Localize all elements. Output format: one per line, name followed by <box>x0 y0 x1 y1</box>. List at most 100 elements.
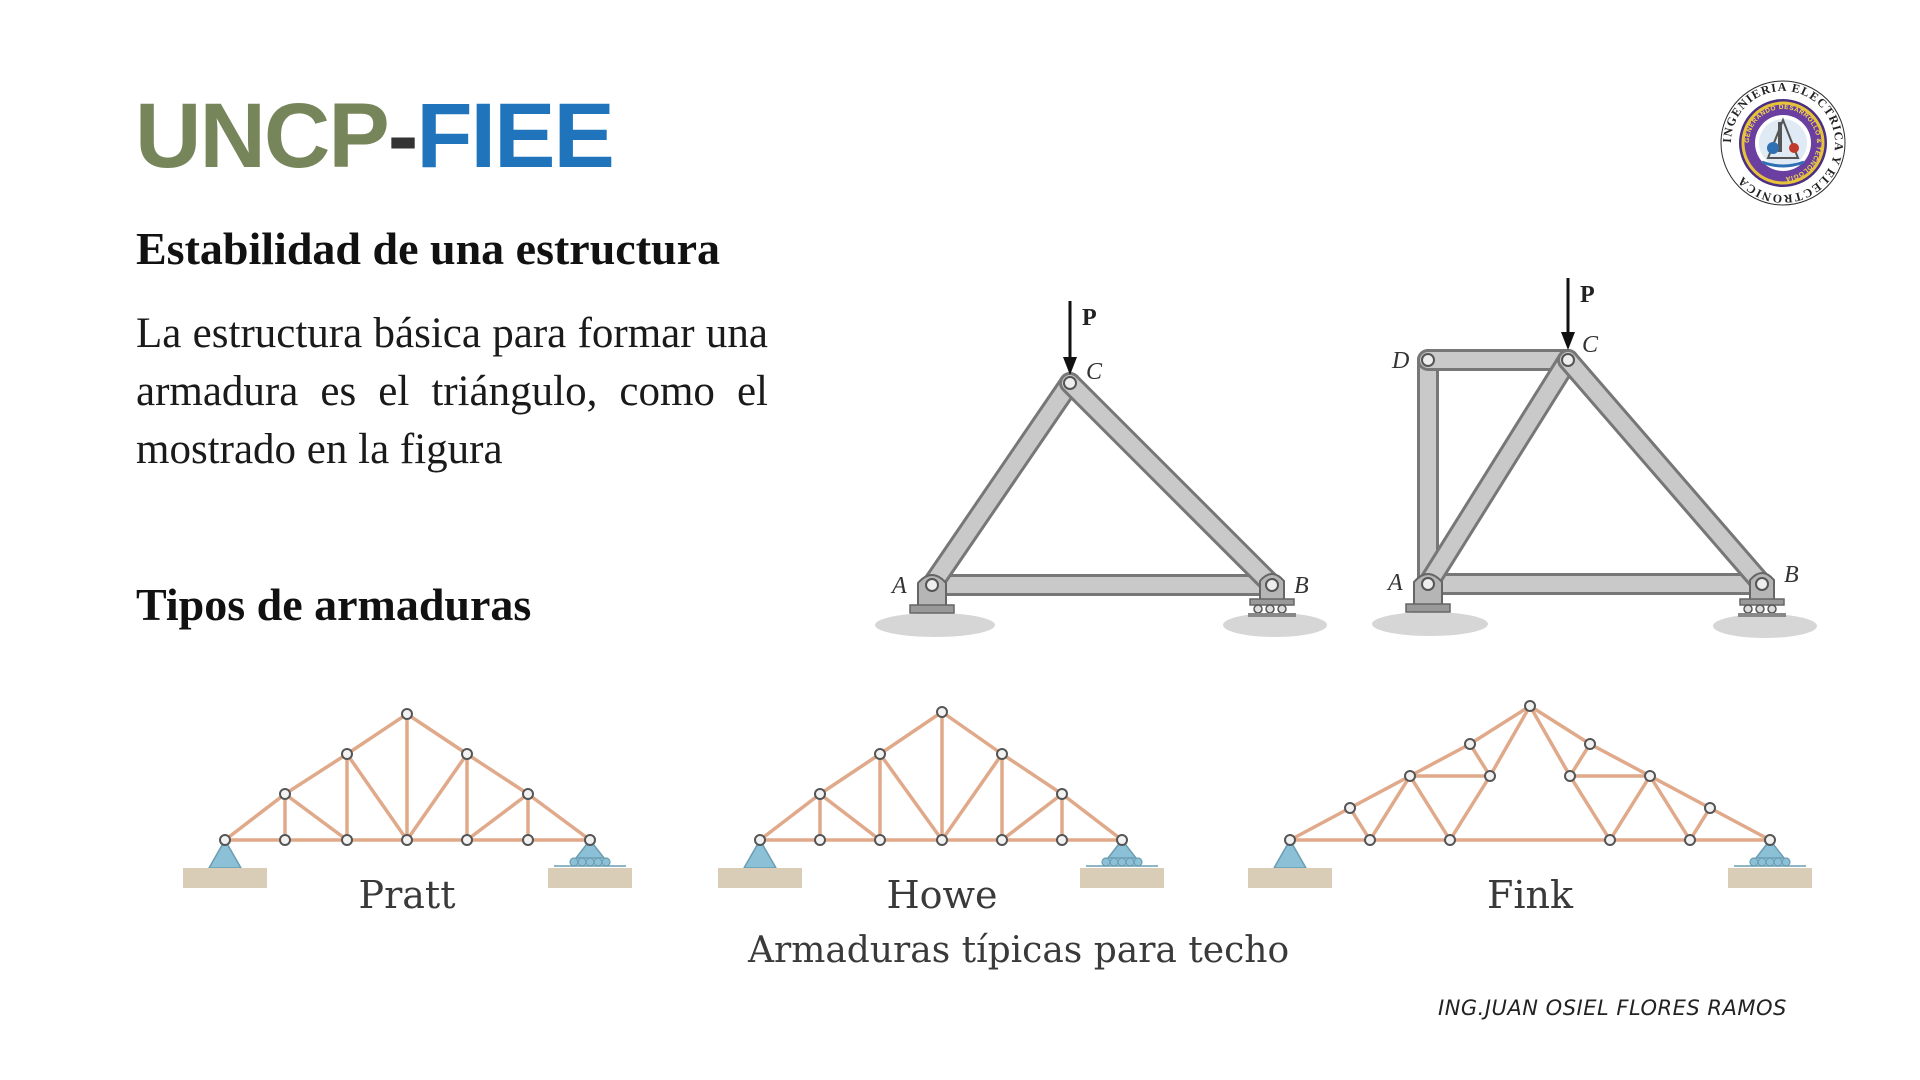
ground-left <box>875 613 995 637</box>
fink-joint <box>1684 834 1696 846</box>
pratt-member <box>283 792 349 842</box>
howe-member <box>818 752 882 796</box>
howe-joint <box>874 834 886 846</box>
pratt-member <box>405 752 469 842</box>
howe-member <box>1060 792 1124 842</box>
pratt-joint <box>522 788 534 800</box>
howe-joint <box>936 834 948 846</box>
node-label-c: C <box>1086 359 1103 385</box>
pratt-roller <box>585 857 595 867</box>
fink-member <box>1448 774 1492 842</box>
fink-joint <box>1604 834 1616 846</box>
slide-title: Estabilidad de una estructura <box>136 223 721 274</box>
howe-joint <box>874 748 886 760</box>
pratt-joint <box>522 834 534 846</box>
pratt-member <box>405 712 469 756</box>
pratt-joint <box>584 834 596 846</box>
howe-roller <box>1101 857 1111 867</box>
howe-ground-left <box>718 868 802 888</box>
pratt-ground-right <box>548 868 632 888</box>
howe-member <box>940 752 1004 842</box>
pratt-member <box>283 752 349 796</box>
fink-joint <box>1644 770 1656 782</box>
fink-member <box>1528 704 1592 746</box>
pratt-joint <box>279 834 291 846</box>
fink-ground-left <box>1248 868 1332 888</box>
node-label-c: C <box>1582 332 1599 358</box>
howe-member <box>758 792 822 842</box>
fink-member <box>1488 704 1532 778</box>
node-label-b: B <box>1294 573 1309 599</box>
howe-joint <box>996 748 1008 760</box>
fink-joint <box>1444 834 1456 846</box>
pratt-joint <box>461 748 473 760</box>
fink-joint <box>1284 834 1296 846</box>
fink-member <box>1468 742 1492 778</box>
howe-member <box>818 792 882 842</box>
fink-ground-right <box>1728 868 1812 888</box>
roller-support-b <box>1248 573 1296 617</box>
load-label: P <box>1580 282 1595 308</box>
fink-joint <box>1564 770 1576 782</box>
fink-joint <box>1524 700 1536 712</box>
howe-joint <box>936 706 948 718</box>
pratt-joint <box>401 708 413 720</box>
howe-joint <box>996 834 1008 846</box>
triangle-truss-figure: P C A B <box>875 301 1327 637</box>
node-label-b: B <box>1784 562 1799 588</box>
howe-joint <box>814 788 826 800</box>
fink-joint <box>1344 802 1356 814</box>
pratt-joint <box>219 834 231 846</box>
pratt-member <box>345 712 409 756</box>
fink-joint <box>1464 738 1476 750</box>
pratt-roller <box>593 857 603 867</box>
fink-member <box>1288 806 1352 842</box>
load-arrow <box>1561 278 1575 350</box>
section-subtitle: Tipos de armaduras <box>136 579 532 630</box>
fink-member <box>1568 742 1592 778</box>
howe-joint <box>754 834 766 846</box>
load-label: P <box>1082 305 1097 331</box>
pratt-member <box>465 752 530 796</box>
slide-paragraph: La estructura básica para formar una arm… <box>136 310 768 473</box>
howe-member <box>878 710 944 756</box>
ground-right <box>1223 613 1327 637</box>
fink-joint <box>1584 738 1596 750</box>
howe-ground-right <box>1080 868 1164 888</box>
pratt-joint <box>341 834 353 846</box>
pratt-member <box>465 792 530 842</box>
quad-truss-figure: P C D A B <box>1372 278 1817 638</box>
brand-separator: - <box>387 85 419 187</box>
fink-roller <box>1781 857 1791 867</box>
fink-member <box>1648 774 1692 842</box>
pratt-member <box>345 752 409 842</box>
howe-member <box>1000 792 1064 842</box>
fink-member <box>1348 806 1372 842</box>
pratt-roller <box>569 857 579 867</box>
pratt-joint <box>341 748 353 760</box>
load-arrow <box>1063 301 1077 375</box>
pratt-ground-left <box>183 868 267 888</box>
fink-member <box>1348 774 1412 810</box>
pratt-roller <box>577 857 587 867</box>
fink-roller <box>1773 857 1783 867</box>
howe-roller <box>1109 857 1119 867</box>
brand-title: UNCP-FIEE <box>135 90 615 182</box>
pratt-roller <box>601 857 611 867</box>
pratt-joint <box>461 834 473 846</box>
fink-member <box>1588 742 1652 778</box>
howe-joint <box>1056 834 1068 846</box>
fink-joint <box>1764 834 1776 846</box>
howe-roller <box>1117 857 1127 867</box>
brand-fiee: FIEE <box>416 85 614 187</box>
truss-label-howe: Howe <box>886 873 997 917</box>
node-label-a: A <box>1386 570 1403 596</box>
faculty-seal-icon: INGENIERIA ELECTRICA Y ELECTRONICA GENER… <box>1720 80 1846 206</box>
fink-member <box>1608 774 1652 842</box>
fink-member <box>1408 774 1452 842</box>
fink-member <box>1688 806 1712 842</box>
roof-trusses-figure: Pratt Howe Fink <box>183 700 1812 917</box>
fink-member <box>1528 704 1572 778</box>
truss-label-pratt: Pratt <box>359 873 456 917</box>
figure-caption: Armaduras típicas para techo <box>748 930 1290 971</box>
